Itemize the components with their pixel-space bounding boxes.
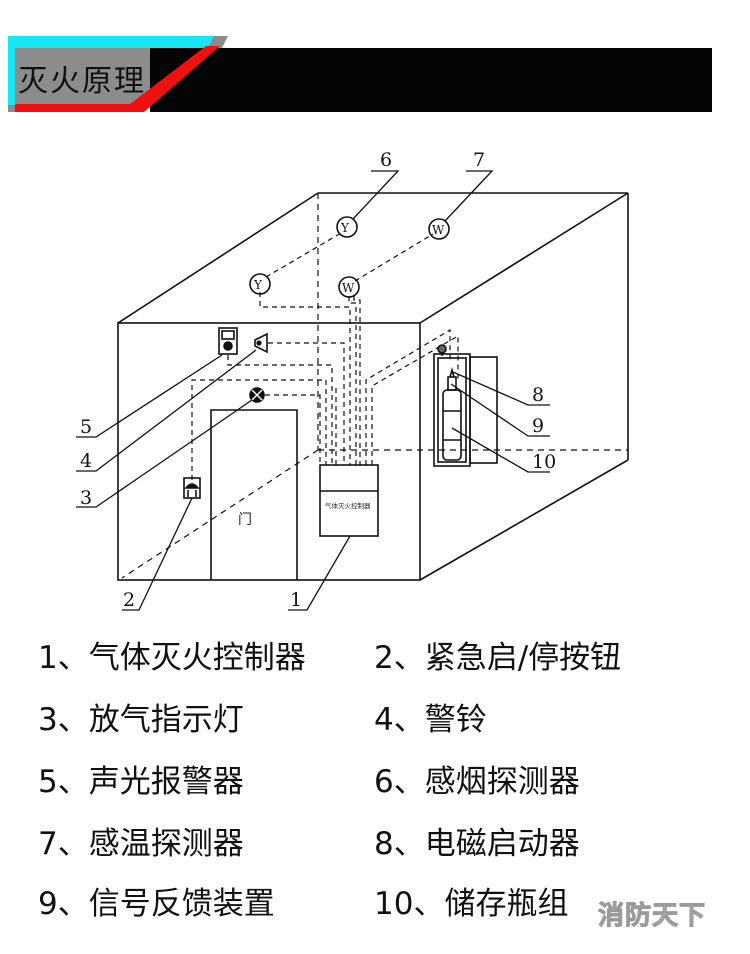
legend-item-9: 9、信号反馈装置 xyxy=(38,886,275,922)
legend-item-6: 6、感烟探测器 xyxy=(374,764,580,800)
door: 门 xyxy=(210,409,298,580)
legend-item-5: 5、声光报警器 xyxy=(38,764,244,800)
legend-item-4: 4、警铃 xyxy=(374,702,487,738)
callout-7: 7 xyxy=(473,149,485,171)
emergency-button-icon xyxy=(183,477,201,499)
legend-item-3: 3、放气指示灯 xyxy=(38,702,244,738)
door-label: 门 xyxy=(238,512,252,528)
watermark: 消防天下 xyxy=(597,901,707,932)
header-banner-shape xyxy=(8,36,712,112)
room-schematic: 门 Y xyxy=(76,149,629,611)
callout-9: 9 xyxy=(532,415,544,437)
legend-item-7: 7、感温探测器 xyxy=(38,826,244,862)
storage-cylinder-cabinet xyxy=(433,344,498,467)
callout-leaders xyxy=(76,170,550,611)
callout-2: 2 xyxy=(123,589,135,611)
callout-5: 5 xyxy=(80,416,92,438)
audible-visual-alarm-icon xyxy=(218,327,238,355)
alarm-bell-icon xyxy=(254,332,268,354)
callout-1: 1 xyxy=(290,589,302,611)
section-header: 灭火原理 xyxy=(0,0,750,120)
svg-text:W: W xyxy=(342,281,355,295)
svg-text:气体灭火控制器: 气体灭火控制器 xyxy=(325,501,371,510)
gas-extinguishing-controller: 气体灭火控制器 xyxy=(319,464,379,537)
callout-6: 6 xyxy=(380,149,392,171)
heat-detector-2: W xyxy=(428,218,450,240)
callout-8: 8 xyxy=(532,384,544,406)
fire-suppression-diagram: 门 Y xyxy=(0,130,750,620)
smoke-detector-2: Y xyxy=(336,216,358,238)
svg-text:Y: Y xyxy=(253,278,263,292)
legend-item-8: 8、电磁启动器 xyxy=(374,826,580,862)
callout-3: 3 xyxy=(80,487,92,509)
legend-item-1: 1、气体灭火控制器 xyxy=(38,640,306,676)
room-outline xyxy=(117,192,629,581)
smoke-detector-1: Y xyxy=(249,273,271,295)
section-title: 灭火原理 xyxy=(18,64,146,99)
callout-4: 4 xyxy=(80,450,92,472)
svg-text:Y: Y xyxy=(340,221,350,235)
svg-text:W: W xyxy=(432,223,445,237)
heat-detector-1: W xyxy=(338,276,360,298)
callout-10: 10 xyxy=(532,451,556,473)
wiring xyxy=(191,232,459,480)
discharge-indicator-lamp-icon xyxy=(249,387,265,403)
legend-item-2: 2、紧急启/停按钮 xyxy=(374,640,622,676)
legend-item-10: 10、储存瓶组 xyxy=(374,886,569,922)
